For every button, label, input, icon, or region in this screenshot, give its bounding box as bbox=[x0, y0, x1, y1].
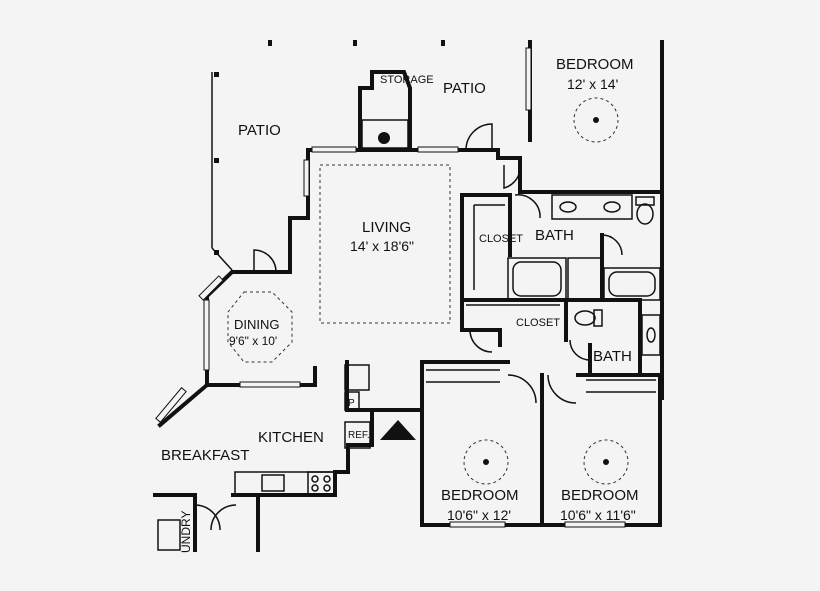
kitchen-counter bbox=[234, 364, 371, 495]
label-pantry: P bbox=[348, 398, 355, 409]
doors bbox=[194, 123, 623, 531]
sink-icon bbox=[261, 474, 285, 492]
label-bedroom-top-size: 12' x 14' bbox=[567, 76, 618, 92]
label-patio-top: PATIO bbox=[443, 80, 486, 97]
label-breakfast: BREAKFAST bbox=[161, 447, 249, 464]
label-closet-1: CLOSET bbox=[479, 233, 523, 245]
patio-left-outline bbox=[211, 72, 233, 271]
label-bedroom-mid-size: 10'6" x 12' bbox=[447, 507, 511, 523]
dining-table-outline bbox=[227, 291, 293, 363]
label-bedroom-right-name: BEDROOM bbox=[561, 487, 639, 504]
sink-icon bbox=[641, 314, 661, 356]
fireplace-icon bbox=[361, 119, 409, 149]
stove-icon bbox=[307, 471, 336, 495]
bathtub-icon bbox=[603, 267, 661, 301]
label-closet-2: CLOSET bbox=[516, 317, 560, 329]
bathtub-icon bbox=[507, 257, 567, 301]
entry-arrow-icon bbox=[380, 420, 416, 440]
toilet-icon bbox=[635, 196, 655, 225]
label-living-name: LIVING bbox=[362, 219, 411, 236]
label-bedroom-right-size: 10'6" x 11'6" bbox=[560, 507, 636, 523]
shower-stall bbox=[567, 257, 603, 301]
ceiling-fan-icon bbox=[573, 97, 619, 143]
label-storage: STORAGE bbox=[380, 74, 434, 86]
label-bedroom-top-name: BEDROOM bbox=[556, 56, 634, 73]
label-refrigerator: REF. bbox=[348, 430, 370, 441]
label-bath-1: BATH bbox=[535, 227, 574, 244]
windows bbox=[155, 47, 626, 528]
toilet-icon bbox=[574, 309, 603, 327]
label-bath-2: BATH bbox=[593, 348, 632, 365]
label-dining-size: 9'6" x 10' bbox=[229, 334, 277, 348]
label-living-size: 14' x 18'6" bbox=[350, 238, 414, 254]
label-laundry: UNDRY bbox=[179, 511, 193, 553]
bath-fixtures bbox=[507, 194, 661, 356]
label-bedroom-mid-name: BEDROOM bbox=[441, 487, 519, 504]
label-dining-name: DINING bbox=[234, 317, 280, 332]
laundry-appliance bbox=[157, 519, 181, 551]
label-kitchen: KITCHEN bbox=[258, 429, 324, 446]
ceiling-fan-icon bbox=[463, 439, 509, 485]
closet-shelves bbox=[426, 204, 656, 393]
ceiling-fan-icon bbox=[583, 439, 629, 485]
label-patio-left: PATIO bbox=[238, 122, 281, 139]
